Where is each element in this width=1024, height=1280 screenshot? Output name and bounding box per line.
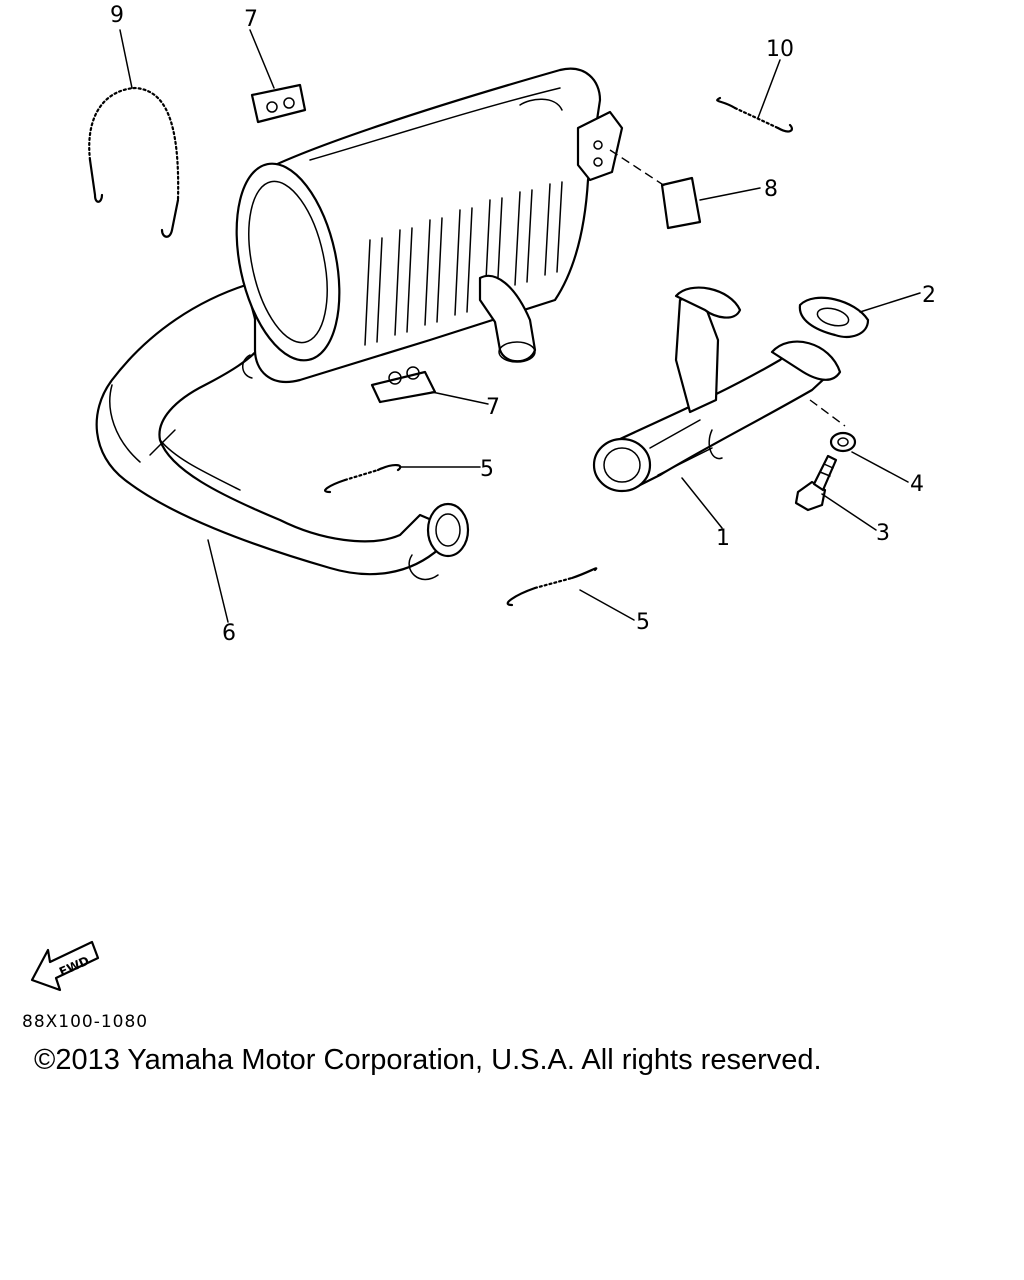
- callout-5-lower: 5: [636, 610, 650, 635]
- part-8-pad: [660, 176, 702, 230]
- callout-9: 9: [110, 3, 124, 28]
- part-code: 88X100-1080: [22, 1012, 149, 1032]
- part-7-damper-top: [250, 83, 307, 124]
- part-6-exhaust-pipe: [95, 283, 470, 581]
- part-9-long-spring: [88, 86, 180, 238]
- callout-7-top: 7: [244, 7, 258, 32]
- part-5-spring-upper: [324, 464, 402, 494]
- leader-lines: [119, 29, 921, 623]
- callout-6: 6: [222, 621, 236, 646]
- callout-4: 4: [910, 472, 924, 497]
- callout-5-upper: 5: [480, 457, 494, 482]
- fwd-arrow-icon: FWD: [30, 940, 100, 992]
- part-4-washer: [829, 431, 857, 453]
- muffler: [235, 67, 624, 383]
- part-5-spring-lower: [506, 567, 598, 607]
- callout-7-bottom: 7: [486, 395, 500, 420]
- callout-2: 2: [922, 283, 936, 308]
- callout-3: 3: [876, 521, 890, 546]
- part-3-bolt: [794, 454, 838, 512]
- part-2-gasket: [798, 296, 870, 338]
- part-7-damper-bottom: [370, 366, 437, 404]
- copyright-notice: ©2013 Yamaha Motor Corporation, U.S.A. A…: [34, 1044, 822, 1076]
- part-10-spring: [716, 96, 793, 133]
- callout-1: 1: [716, 526, 730, 551]
- callout-8: 8: [764, 177, 778, 202]
- callout-10: 10: [766, 37, 794, 62]
- part-1-exhaust-joint-pipe: [592, 286, 842, 493]
